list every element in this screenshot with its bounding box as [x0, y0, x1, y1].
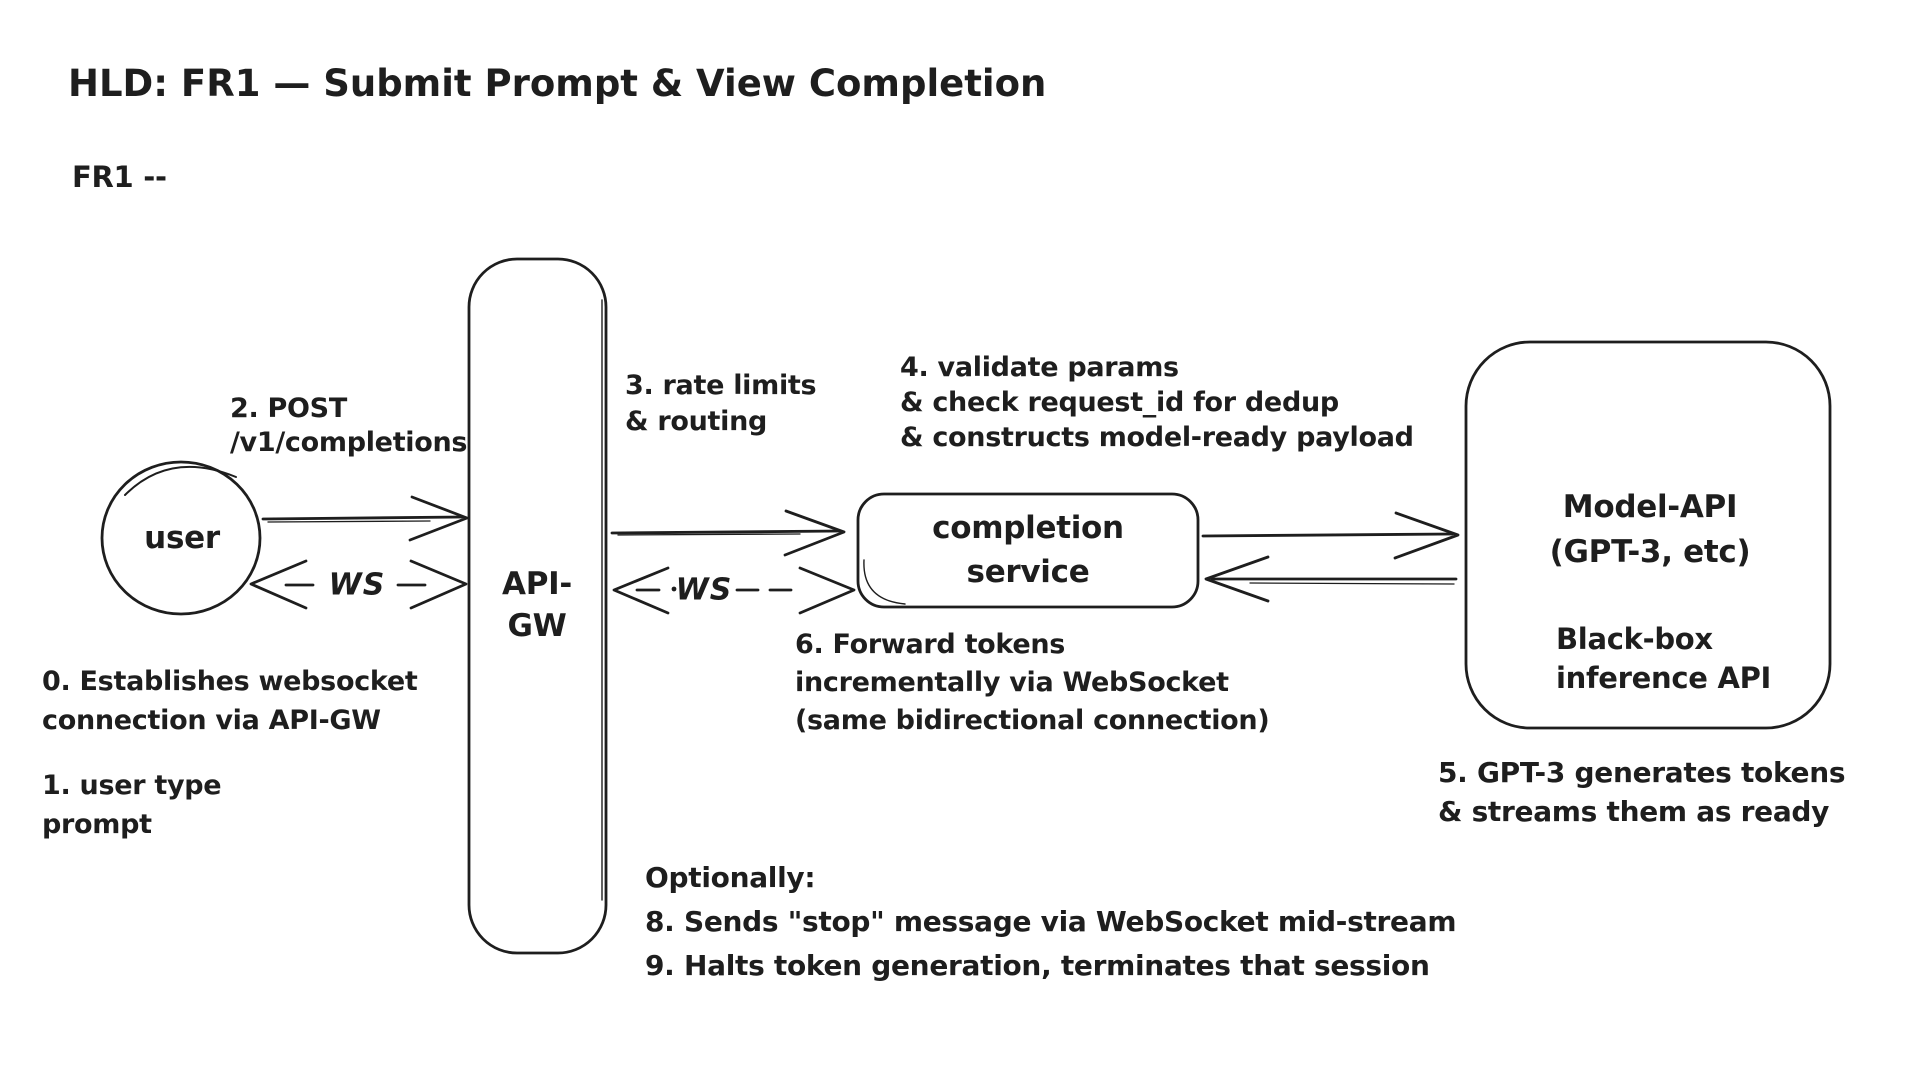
ws-gw-service-label: WS	[675, 572, 733, 608]
model-api-node-subtitle: Black-box inference API	[1556, 622, 1772, 695]
arrow-service-to-model	[1201, 511, 1460, 560]
annotation-step6-forward: 6. Forward tokens incrementally via WebS…	[795, 629, 1270, 736]
fr1-label: FR1 --	[72, 160, 167, 194]
api-gw-node-rect	[467, 257, 608, 955]
model-api-node-rect	[1464, 340, 1832, 730]
arrow-model-to-service	[1204, 555, 1458, 603]
model-api-node-title: Model-API (GPT-3, etc)	[1549, 489, 1751, 570]
edge-label-post: 2. POST /v1/completions	[230, 393, 468, 458]
annotation-step0-websocket: 0. Establishes websocket connection via …	[42, 666, 418, 736]
completion-service-node-label: completion service	[932, 510, 1124, 590]
arrow-ws-gw-service	[612, 566, 856, 615]
page-title: HLD: FR1 — Submit Prompt & View Completi…	[68, 62, 1047, 105]
api-gw-node-label: API- GW	[502, 566, 572, 644]
annotation-optional-steps: Optionally: 8. Sends "stop" message via …	[645, 861, 1457, 982]
annotation-step1-prompt: 1. user type prompt	[42, 770, 222, 840]
completion-service-node-rect	[856, 492, 1200, 609]
arrow-ws-user-gw	[249, 559, 468, 610]
user-node-label: user	[144, 520, 220, 556]
ws-user-gw-label: WS	[328, 567, 386, 603]
user-node-circle	[100, 460, 262, 616]
annotation-step5-generates: 5. GPT-3 generates tokens & streams them…	[1438, 756, 1846, 828]
arrow-post	[261, 495, 469, 542]
annotation-step4-validate: 4. validate params & check request_id fo…	[900, 352, 1414, 453]
arrow-rate	[610, 509, 846, 557]
edge-label-rate-limits: 3. rate limits & routing	[625, 370, 817, 437]
